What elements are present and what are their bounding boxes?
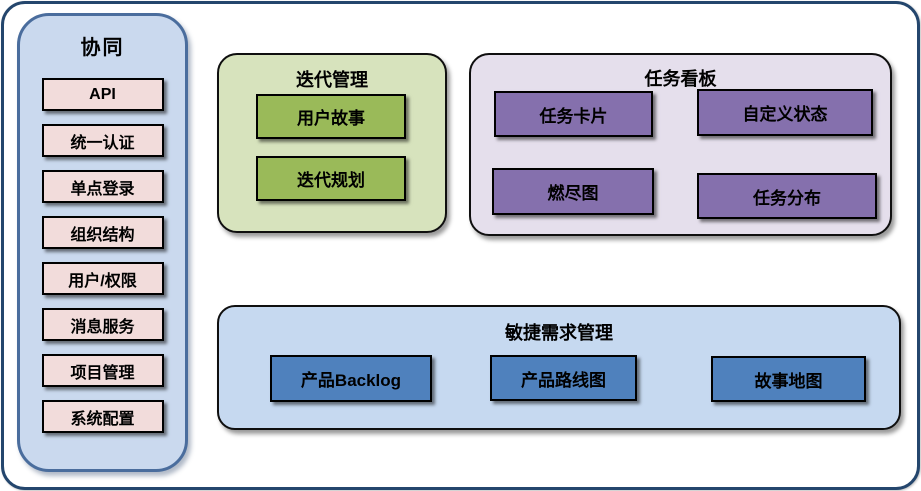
task-board-panel: 任务看板 任务卡片 自定义状态 燃尽图 任务分布 bbox=[469, 53, 892, 236]
sidebar-item-message-service: 消息服务 bbox=[41, 308, 164, 341]
node-custom-status: 自定义状态 bbox=[697, 89, 873, 136]
node-product-backlog: 产品Backlog bbox=[270, 355, 432, 402]
node-story-map: 故事地图 bbox=[711, 356, 866, 402]
collaboration-items: API 统一认证 单点登录 组织结构 用户/权限 消息服务 项目管理 系统配置 bbox=[20, 78, 185, 433]
node-iteration-planning: 迭代规划 bbox=[256, 156, 406, 201]
iteration-management-panel: 迭代管理 用户故事 迭代规划 bbox=[217, 53, 447, 233]
node-burndown-chart: 燃尽图 bbox=[492, 168, 654, 215]
node-task-card: 任务卡片 bbox=[494, 91, 653, 137]
task-board-title: 任务看板 bbox=[644, 69, 717, 89]
sidebar-item-user-permissions: 用户/权限 bbox=[41, 262, 164, 295]
sidebar-item-project-management: 项目管理 bbox=[41, 354, 164, 387]
collaboration-panel-title: 协同 bbox=[80, 37, 125, 59]
agile-requirements-panel: 敏捷需求管理 产品Backlog 产品路线图 故事地图 bbox=[217, 305, 901, 430]
sidebar-item-sso: 单点登录 bbox=[41, 170, 164, 203]
node-user-story: 用户故事 bbox=[256, 94, 406, 139]
sidebar-item-org-structure: 组织结构 bbox=[41, 216, 164, 249]
agile-requirements-title: 敏捷需求管理 bbox=[505, 323, 613, 343]
node-task-distribution: 任务分布 bbox=[697, 173, 877, 219]
sidebar-item-unified-auth: 统一认证 bbox=[41, 124, 164, 157]
iteration-management-title: 迭代管理 bbox=[296, 70, 368, 90]
sidebar-item-api: API bbox=[41, 78, 164, 111]
collaboration-panel: 协同 API 统一认证 单点登录 组织结构 用户/权限 消息服务 项目管理 系统… bbox=[17, 13, 188, 472]
node-product-roadmap: 产品路线图 bbox=[490, 355, 637, 401]
sidebar-item-system-config: 系统配置 bbox=[41, 400, 164, 433]
